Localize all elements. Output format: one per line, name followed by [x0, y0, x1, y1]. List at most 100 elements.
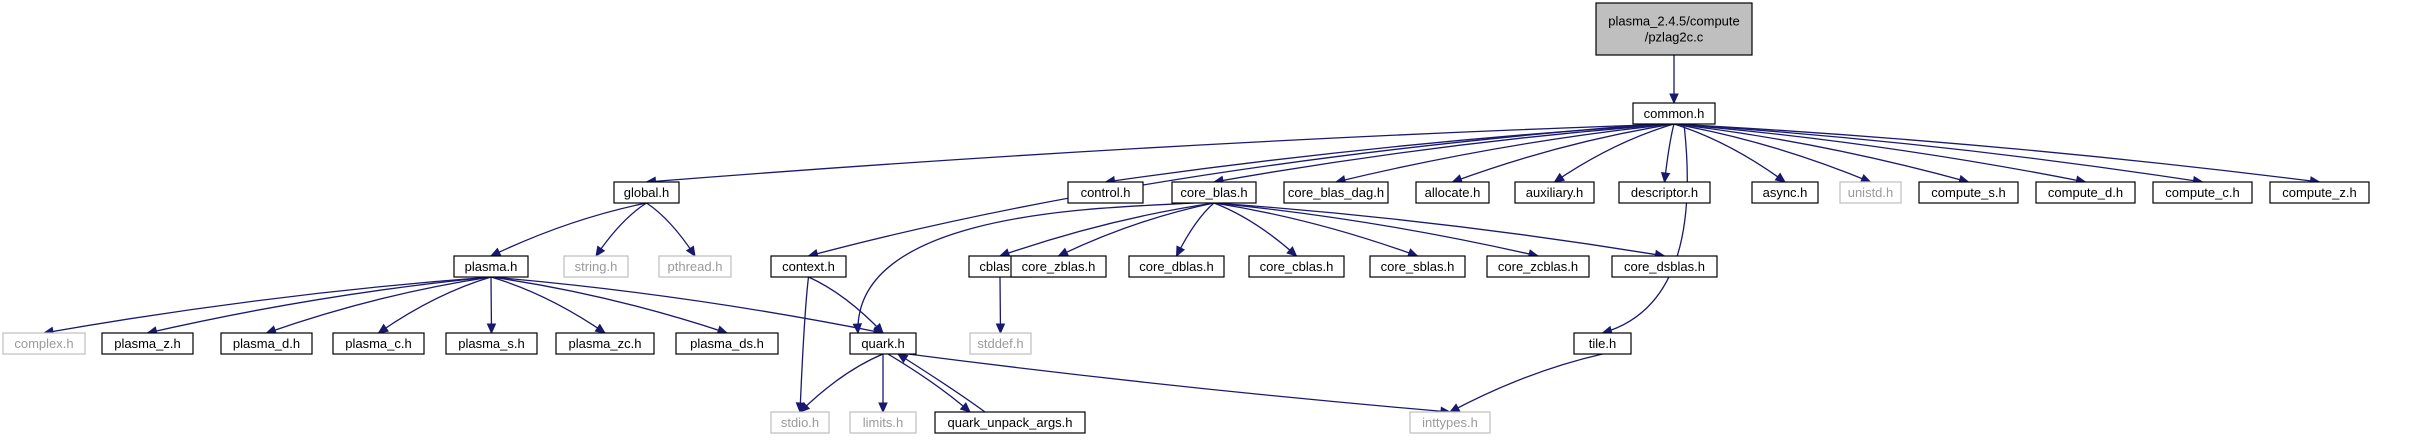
edge-quark-to-stdio — [799, 353, 884, 413]
node-descriptor[interactable]: descriptor.h — [1618, 181, 1711, 204]
node-tile-label: tile.h — [1589, 336, 1616, 351]
node-core_blas-box — [1171, 181, 1257, 204]
node-plasma_z[interactable]: plasma_z.h — [101, 332, 194, 355]
edge-common-to-auxiliary-line — [1554, 123, 1675, 183]
node-core_zblas-label: core_zblas.h — [1022, 259, 1096, 274]
node-cblas-label: cblas.h — [979, 259, 1020, 274]
node-core_blas_dag-box — [1283, 181, 1389, 204]
edge-core_blas-to-core_cblas-line — [1213, 202, 1297, 257]
node-async-label: async.h — [1763, 185, 1808, 200]
node-core_zcblas-label: core_zcblas.h — [1498, 259, 1578, 274]
node-async[interactable]: async.h — [1751, 181, 1819, 204]
node-core_blas_dag[interactable]: core_blas_dag.h — [1283, 181, 1389, 204]
edge-plasma-to-plasma_zc-line — [490, 276, 606, 334]
node-core_sblas[interactable]: core_sblas.h — [1369, 255, 1466, 278]
edge-quark-to-quark_unpack_args — [887, 353, 971, 413]
edge-common-to-auxiliary — [1553, 123, 1675, 183]
edge-core_blas-to-quark-arrowhead — [852, 323, 863, 335]
edge-plasma-to-plasma_ds — [490, 276, 729, 335]
node-core_cblas[interactable]: core_cblas.h — [1248, 255, 1345, 278]
node-compute_z[interactable]: compute_z.h — [2269, 181, 2370, 204]
node-allocate-label: allocate.h — [1425, 185, 1481, 200]
node-core_dsblas-label: core_dsblas.h — [1624, 259, 1705, 274]
node-limits-label: limits.h — [863, 415, 903, 430]
node-compute_s-box — [1918, 181, 2019, 204]
node-plasma_ds-label: plasma_ds.h — [690, 336, 764, 351]
node-inttypes: inttypes.h — [1409, 411, 1491, 434]
edge-plasma-to-complex — [42, 276, 492, 337]
node-auxiliary[interactable]: auxiliary.h — [1514, 181, 1595, 204]
node-plasma_ds[interactable]: plasma_ds.h — [675, 332, 779, 355]
node-inttypes-box — [1409, 411, 1491, 434]
node-core_dblas-label: core_dblas.h — [1139, 259, 1213, 274]
node-core_dblas[interactable]: core_dblas.h — [1128, 255, 1225, 278]
node-core_zcblas[interactable]: core_zcblas.h — [1486, 255, 1590, 278]
node-core_blas_dag-label: core_blas_dag.h — [1288, 185, 1384, 200]
edge-common-to-compute_c-line — [1673, 123, 2203, 183]
edge-tile-to-inttypes — [1448, 353, 1603, 413]
node-pthread-label: pthread.h — [668, 259, 723, 274]
node-plasma_s[interactable]: plasma_s.h — [445, 332, 538, 355]
node-compute_s[interactable]: compute_s.h — [1918, 181, 2019, 204]
node-descriptor-label: descriptor.h — [1631, 185, 1698, 200]
node-core_dsblas[interactable]: core_dsblas.h — [1611, 255, 1718, 278]
edge-core_blas-to-core_zblas-arrowhead — [1057, 247, 1070, 257]
node-allocate[interactable]: allocate.h — [1415, 181, 1490, 204]
node-control-label: control.h — [1081, 185, 1131, 200]
edge-core_blas-to-core_zcblas-line — [1213, 202, 1539, 257]
node-plasma_zc[interactable]: plasma_zc.h — [555, 332, 655, 355]
node-core_blas[interactable]: core_blas.h — [1171, 181, 1257, 204]
edge-context-to-quark-arrowhead — [872, 322, 884, 334]
edge-global-to-pthread-arrowhead — [685, 245, 696, 258]
edge-core_blas-to-core_dblas-arrowhead — [1175, 245, 1186, 258]
node-common[interactable]: common.h — [1632, 102, 1716, 125]
node-quark_unpack_args[interactable]: quark_unpack_args.h — [934, 411, 1086, 434]
node-unistd-label: unistd.h — [1848, 185, 1894, 200]
node-quark[interactable]: quark.h — [849, 332, 917, 355]
node-tile[interactable]: tile.h — [1573, 332, 1632, 355]
node-core_zblas[interactable]: core_zblas.h — [1010, 255, 1107, 278]
node-compute_d-box — [2035, 181, 2136, 204]
edge-context-to-stdio — [795, 276, 810, 414]
node-complex-box — [2, 332, 86, 355]
node-stddef-box — [969, 332, 1032, 355]
node-plasma_d[interactable]: plasma_d.h — [220, 332, 313, 355]
edge-quark-to-limits — [878, 354, 888, 414]
edge-core_blas-to-core_dsblas-line — [1213, 202, 1665, 257]
node-compute_d-label: compute_d.h — [2048, 185, 2123, 200]
edge-plasma-to-plasma_zc-arrowhead — [594, 323, 607, 334]
edge-cblas-to-stddef — [995, 276, 1006, 335]
edge-common-to-descriptor-arrowhead — [1660, 172, 1671, 184]
node-global[interactable]: global.h — [613, 181, 680, 204]
edge-common-to-tile — [1601, 123, 1688, 335]
edge-global-to-plasma-arrowhead — [489, 247, 502, 257]
edge-core_blas-to-core_cblas — [1213, 202, 1298, 257]
node-plasma[interactable]: plasma.h — [453, 255, 529, 278]
node-plasma_c[interactable]: plasma_c.h — [332, 332, 425, 355]
node-complex-label: complex.h — [14, 336, 73, 351]
edge-quark_unpack_args-to-quark — [896, 353, 986, 413]
node-context[interactable]: context.h — [770, 255, 847, 278]
nodes-layer: plasma_2.4.5/compute/pzlag2c.ccommon.hgl… — [2, 2, 2370, 434]
node-compute_c[interactable]: compute_c.h — [2152, 181, 2253, 204]
node-quark-box — [849, 332, 917, 355]
node-string-box — [563, 255, 629, 278]
node-string-label: string.h — [575, 259, 618, 274]
edge-quark-to-inttypes-line — [907, 353, 1451, 413]
edge-quark-to-quark_unpack_args-arrowhead — [959, 402, 971, 413]
node-allocate-box — [1415, 181, 1490, 204]
node-plasma_ds-box — [675, 332, 779, 355]
node-unistd: unistd.h — [1839, 181, 1902, 204]
edge-common-to-control-line — [1105, 123, 1675, 183]
node-compute_d[interactable]: compute_d.h — [2035, 181, 2136, 204]
edge-global-to-string — [595, 202, 647, 258]
node-control[interactable]: control.h — [1067, 181, 1144, 204]
edge-common-to-core_blas-line — [1213, 123, 1675, 183]
edge-common-to-descriptor — [1660, 123, 1675, 184]
edge-common-to-compute_c — [1673, 123, 2204, 186]
node-plasma_z-label: plasma_z.h — [114, 336, 180, 351]
node-pthread: pthread.h — [658, 255, 732, 278]
edge-plasma-to-plasma_c-line — [378, 276, 492, 334]
edge-plasma-to-plasma_d-line — [266, 276, 492, 334]
edge-common-to-async-arrowhead — [1774, 172, 1786, 183]
